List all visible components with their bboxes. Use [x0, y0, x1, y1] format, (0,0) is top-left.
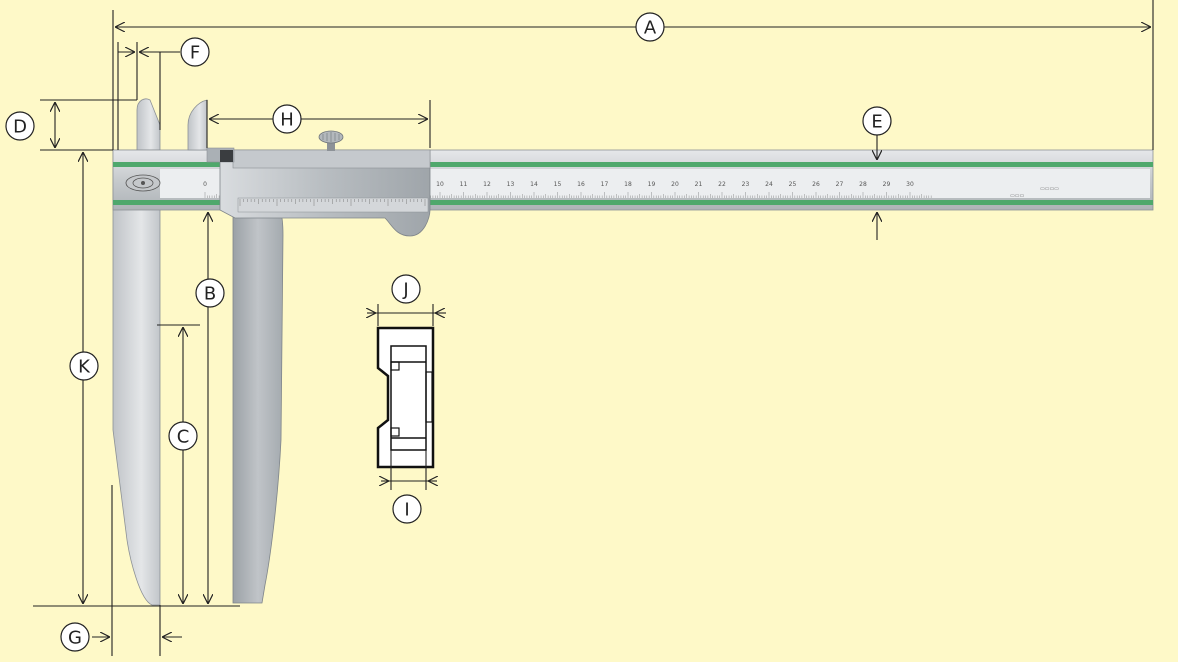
- svg-text:B: B: [204, 284, 216, 305]
- label-f: F: [180, 37, 210, 67]
- label-g: G: [60, 622, 90, 652]
- scale-number: 25: [789, 181, 797, 188]
- label-h: H: [272, 104, 302, 134]
- label-b: B: [195, 278, 225, 308]
- cross-section: [367, 304, 446, 490]
- beam-marking-2: ▭▭▭▭: [1040, 186, 1059, 192]
- svg-text:C: C: [177, 427, 190, 448]
- dim-d: [40, 99, 137, 151]
- brand-logo: [125, 174, 161, 192]
- dim-c: [157, 324, 200, 604]
- dim-g: [92, 485, 182, 656]
- scale-number: 0: [203, 181, 207, 188]
- scale-number: 27: [836, 181, 844, 188]
- vernier-scale: [237, 197, 429, 213]
- sliding-inside-jaw: [187, 99, 208, 151]
- scale-number: 14: [530, 181, 538, 188]
- scale-number: 23: [742, 181, 750, 188]
- label-e: E: [862, 106, 892, 136]
- label-c: C: [168, 421, 198, 451]
- svg-text:H: H: [280, 110, 294, 131]
- label-a: A: [635, 12, 665, 42]
- label-d: D: [5, 111, 35, 141]
- svg-text:K: K: [78, 357, 91, 378]
- slider-top-plate: [232, 149, 431, 169]
- svg-text:G: G: [68, 628, 82, 649]
- dim-h: [206, 100, 431, 148]
- slider-body: [219, 149, 431, 237]
- svg-text:A: A: [644, 18, 657, 39]
- beam-stripe-top: [113, 162, 1153, 167]
- scale-number: 18: [624, 181, 632, 188]
- fixed-inside-jaw: [136, 98, 161, 151]
- scale-number: 28: [859, 181, 867, 188]
- scale-number: 16: [577, 181, 585, 188]
- scale-number: 21: [695, 181, 703, 188]
- caliper: 0123456789101112131415161718192021222324…: [112, 98, 1154, 606]
- svg-text:D: D: [13, 117, 27, 138]
- vernier-ticks: [239, 199, 426, 206]
- scale-number: 20: [671, 181, 679, 188]
- fixed-jaw: [112, 149, 161, 606]
- scale-number: 12: [483, 181, 491, 188]
- label-i: I: [392, 494, 422, 524]
- scale-number: 29: [883, 181, 891, 188]
- scale-number: 13: [507, 181, 515, 188]
- scale-number: 24: [765, 181, 773, 188]
- scale-number: 19: [648, 181, 656, 188]
- scale-number: 17: [601, 181, 609, 188]
- sliding-jaw: [232, 209, 284, 604]
- svg-text:J: J: [402, 280, 408, 301]
- label-j: J: [391, 274, 421, 304]
- scale-number: 10: [436, 181, 444, 188]
- scale-number: 15: [554, 181, 562, 188]
- beam-stripe-bottom: [113, 200, 1153, 205]
- scale-number: 30: [906, 181, 914, 188]
- svg-text:E: E: [871, 112, 882, 133]
- scale-number: 11: [460, 181, 468, 188]
- svg-text:I: I: [404, 500, 409, 521]
- locking-screw[interactable]: [318, 130, 344, 151]
- scale-number: 26: [812, 181, 820, 188]
- dim-a: [112, 0, 1154, 150]
- label-k: K: [69, 351, 99, 381]
- svg-text:F: F: [190, 43, 200, 64]
- beam-marking: ▭▭▭: [1010, 193, 1024, 199]
- dim-f: [117, 42, 180, 150]
- scale-number: 22: [718, 181, 726, 188]
- slider-step-dark: [220, 150, 233, 162]
